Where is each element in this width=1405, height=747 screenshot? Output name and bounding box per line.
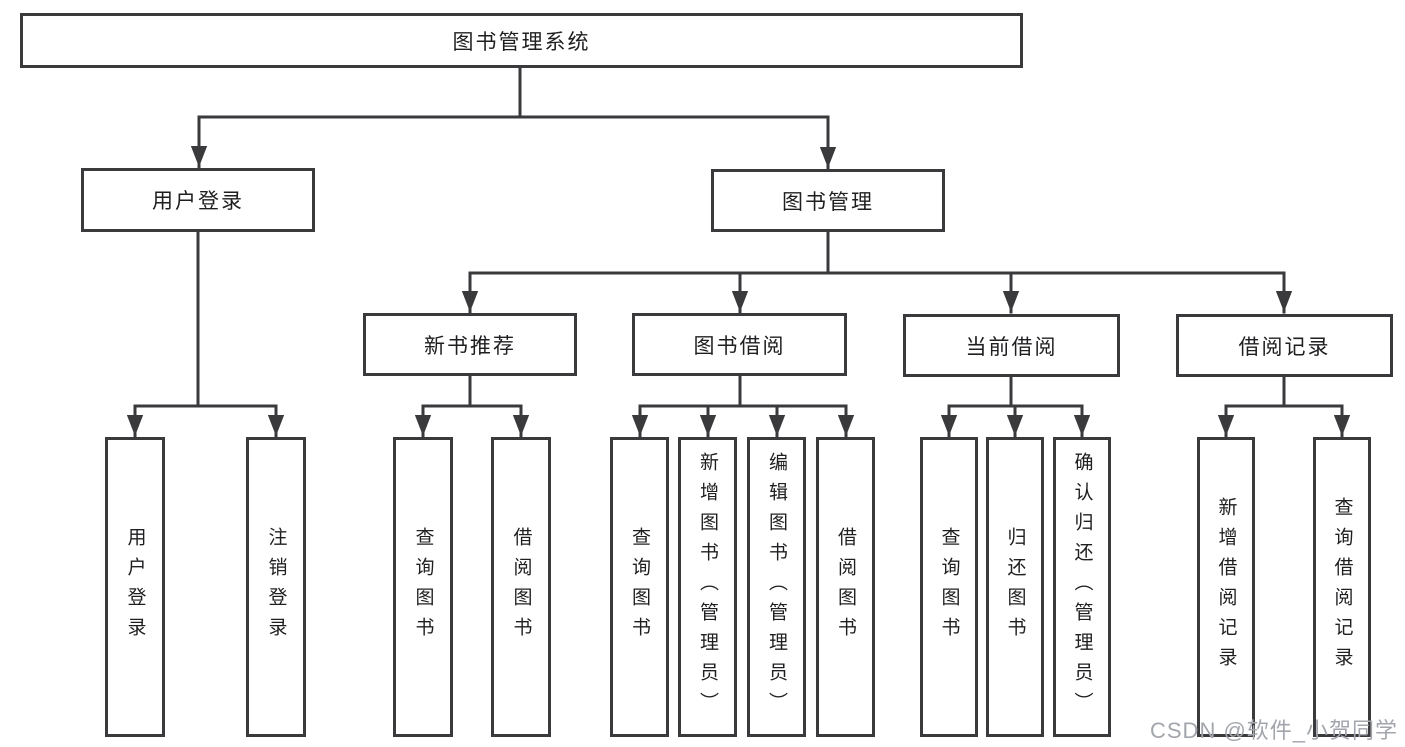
watermark-text: CSDN @软件_小贺同学 (1150, 718, 1399, 743)
node-book-management: 图书管理 (711, 169, 945, 232)
leaf-query-books-borrowing: 查询图书 (610, 437, 669, 737)
leaf-user-login: 用户登录 (105, 437, 165, 737)
leaf-edit-books-admin: 编辑图书（管理员） (747, 437, 806, 737)
leaf-query-borrow-record: 查询借阅记录 (1313, 437, 1371, 737)
leaf-confirm-return-admin: 确认归还（管理员） (1053, 437, 1111, 737)
node-user-login: 用户登录 (81, 168, 315, 232)
node-current-borrowing: 当前借阅 (903, 314, 1120, 377)
leaf-add-books-admin: 新增图书（管理员） (678, 437, 737, 737)
node-book-management-label: 图书管理 (782, 190, 874, 214)
leaf-borrow-books-label: 借阅图书 (835, 527, 856, 647)
leaf-query-books-recommend: 查询图书 (393, 437, 453, 737)
leaf-borrow-books-recommend-label: 借阅图书 (510, 527, 532, 647)
leaf-borrow-books: 借阅图书 (816, 437, 875, 737)
leaf-query-books-recommend-label: 查询图书 (412, 527, 434, 647)
leaf-query-books-current: 查询图书 (920, 437, 978, 737)
leaf-return-books: 归还图书 (986, 437, 1044, 737)
leaf-query-books-current-label: 查询图书 (938, 527, 960, 647)
node-book-borrowing: 图书借阅 (632, 313, 847, 376)
leaf-borrow-books-recommend: 借阅图书 (491, 437, 551, 737)
leaf-add-borrow-record-label: 新增借阅记录 (1215, 497, 1237, 677)
leaf-add-borrow-record: 新增借阅记录 (1197, 437, 1255, 737)
leaf-confirm-return-admin-label: 确认归还（管理员） (1071, 452, 1093, 722)
node-user-login-label: 用户登录 (152, 190, 244, 213)
node-new-book-recommend: 新书推荐 (363, 313, 577, 376)
node-new-book-recommend-label: 新书推荐 (424, 334, 516, 358)
node-book-borrowing-label: 图书借阅 (693, 334, 786, 358)
leaf-query-books-borrowing-label: 查询图书 (629, 527, 650, 647)
node-current-borrowing-label: 当前借阅 (965, 335, 1058, 359)
node-library-system-label: 图书管理系统 (452, 30, 591, 54)
node-borrowing-records: 借阅记录 (1176, 314, 1393, 377)
node-borrowing-records-label: 借阅记录 (1238, 335, 1331, 359)
leaf-query-borrow-record-label: 查询借阅记录 (1331, 497, 1353, 677)
leaf-logout-label: 注销登录 (265, 527, 287, 647)
leaf-user-login-label: 用户登录 (124, 527, 146, 647)
node-library-system: 图书管理系统 (20, 13, 1023, 68)
leaf-logout: 注销登录 (246, 437, 306, 737)
leaf-add-books-admin-label: 新增图书（管理员） (697, 452, 718, 722)
leaf-edit-books-admin-label: 编辑图书（管理员） (766, 452, 787, 722)
leaf-return-books-label: 归还图书 (1004, 527, 1026, 647)
